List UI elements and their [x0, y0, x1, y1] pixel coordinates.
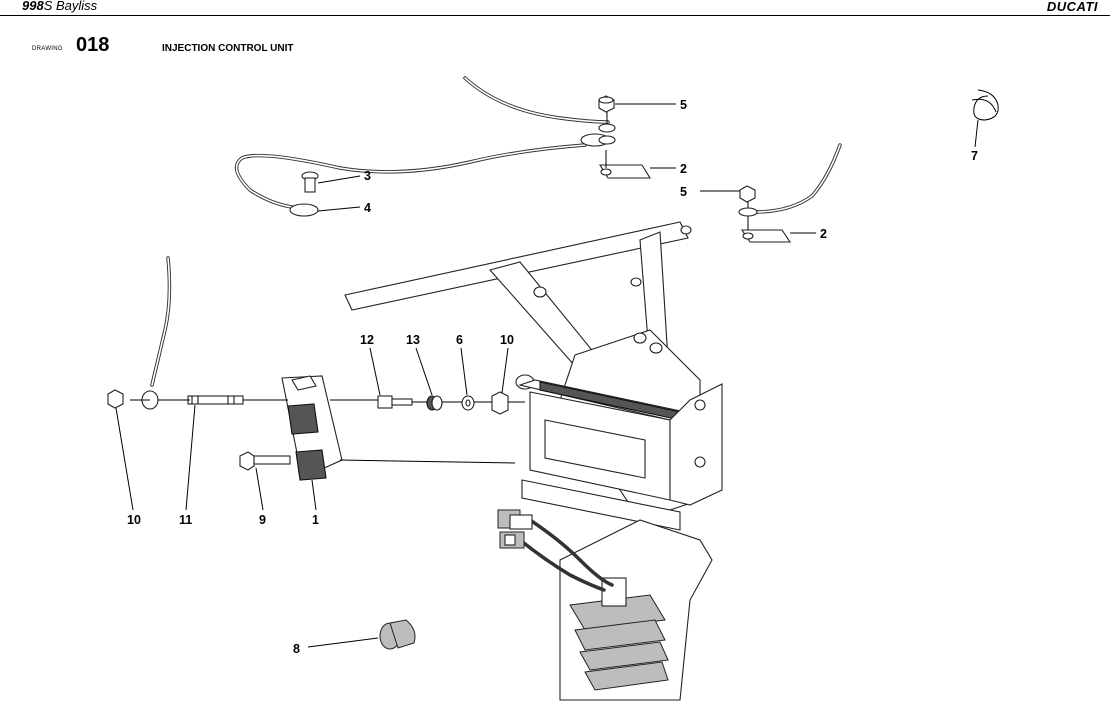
screw-12: [377, 395, 413, 409]
callout-9: 9: [259, 513, 266, 527]
model-variant: S Bayliss: [43, 0, 98, 13]
ground-cable-upper: [234, 76, 610, 217]
callout-6: 6: [456, 333, 463, 347]
bracket-2-upper: [599, 150, 651, 179]
ground-cable-right: [738, 143, 842, 243]
cable-lug-washers-upper: [598, 123, 616, 145]
screw-3: [301, 171, 319, 193]
callout-10-left: 10: [127, 513, 141, 527]
washer-6: [461, 395, 475, 411]
callout-3: 3: [364, 169, 371, 183]
callout-1: 1: [312, 513, 319, 527]
page-header: 998S Bayliss DUCATI: [0, 0, 1110, 16]
wiring-connectors: [497, 509, 614, 592]
callout-labels: 5 2 3 4 5 2 7 12 13 6 10 10 11 9 1 8: [127, 98, 978, 656]
callout-8: 8: [293, 642, 300, 656]
callout-11: 11: [179, 513, 192, 527]
callout-2-right: 2: [820, 227, 827, 241]
drawing-title: INJECTION CONTROL UNIT: [162, 43, 294, 54]
model-name: 998S Bayliss: [22, 0, 97, 13]
grommet-8: [379, 619, 416, 650]
callout-2-upper: 2: [680, 162, 687, 176]
callout-10-right: 10: [500, 333, 514, 347]
cable-clip-7: [971, 89, 999, 121]
screw-9: [239, 451, 291, 471]
stud-11: [187, 395, 244, 405]
nut-5-upper: [598, 95, 615, 113]
spacer-13: [426, 395, 443, 411]
regulator-rectifier: [559, 519, 713, 701]
relay-bracket-1: [281, 375, 343, 481]
model-number: 998: [22, 0, 44, 13]
callout-7: 7: [971, 149, 978, 163]
drawing-number: 018: [76, 34, 110, 56]
callout-leaders: [115, 103, 979, 648]
nut-10-right: [491, 391, 509, 415]
brand-logo-text: DUCATI: [1046, 0, 1098, 14]
ground-cable-left: [107, 256, 172, 410]
callout-12: 12: [360, 333, 374, 347]
callout-5-right: 5: [680, 185, 687, 199]
drawing-label: DRAWING: [32, 46, 63, 52]
callout-4: 4: [364, 201, 371, 215]
assembly-guide-lines: [130, 112, 749, 464]
header-divider: [0, 15, 1110, 16]
control-unit-box: [517, 379, 723, 531]
callout-13: 13: [406, 333, 420, 347]
callout-5-upper: 5: [680, 98, 687, 112]
